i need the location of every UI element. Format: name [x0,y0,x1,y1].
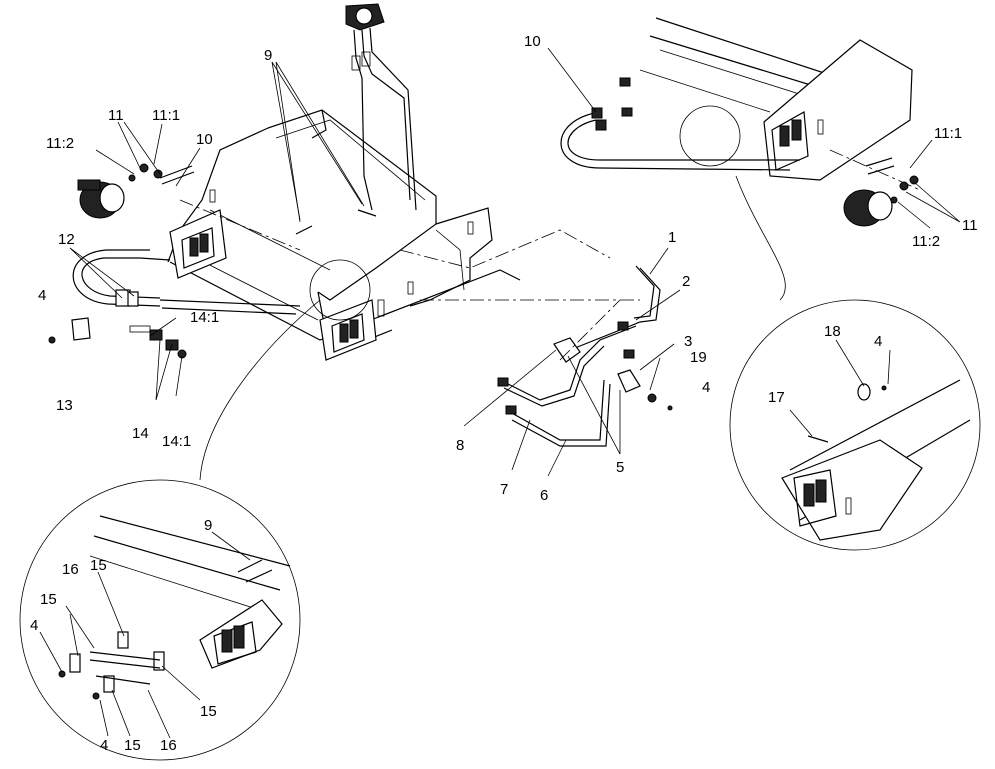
top-right-assembly [560,17,921,227]
callout-15-b: 15 [40,591,57,608]
detail-circle-right [729,175,981,551]
callout-12: 12 [58,231,75,248]
callout-7: 7 [500,481,508,498]
callout-11-2-right: 11:2 [912,233,940,250]
callout-15-d: 15 [124,737,141,754]
leader-lines [39,47,961,739]
callout-9-detail: 9 [204,517,212,534]
callout-4-detail-left: 4 [30,617,38,634]
callout-14-1-bottom: 14:1 [162,433,191,450]
tubes-center-right [399,229,673,447]
callout-15-a: 15 [90,557,107,574]
callout-18: 18 [824,323,841,340]
detail-circle-left [19,299,321,761]
left-motor [77,163,301,251]
callout-4-detail-bottom: 4 [100,737,108,754]
callout-9-main: 9 [264,47,272,64]
callout-10-left: 10 [196,131,213,148]
callout-16-b: 16 [160,737,177,754]
callout-11-1-right: 11:1 [934,125,962,142]
callout-5: 5 [616,459,624,476]
main-frame [167,109,521,361]
bolts-item-9 [275,61,377,235]
callout-4-detail-right: 4 [874,333,882,350]
callout-14: 14 [132,425,149,442]
callout-15-c: 15 [200,703,217,720]
callout-6: 6 [540,487,548,504]
callout-4-right: 4 [702,379,710,396]
callout-2: 2 [682,273,690,290]
callout-4-left: 4 [38,287,46,304]
callout-11-right: 11 [962,217,978,234]
callout-11-1-left: 11:1 [152,107,180,124]
top-center-motor [345,3,417,211]
callout-8: 8 [456,437,464,454]
callout-11-2-left: 11:2 [46,135,74,152]
callout-3: 3 [684,333,692,350]
left-hose-loop [48,249,301,359]
callout-17: 17 [768,389,785,406]
callout-11-left: 11 [108,107,124,124]
callout-1: 1 [668,229,676,246]
callout-10-right: 10 [524,33,541,50]
callout-19: 19 [690,349,707,366]
callout-labels: 9 10 11 11:1 11:2 12 4 13 14 14:1 14:1 1… [30,33,978,754]
callout-14-1-top: 14:1 [190,309,219,326]
callout-13: 13 [56,397,73,414]
callout-16-a: 16 [62,561,79,578]
